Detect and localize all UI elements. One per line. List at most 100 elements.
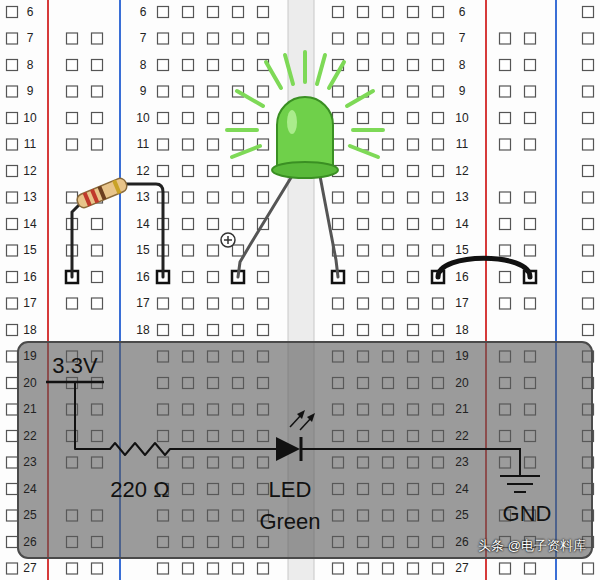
breadboard-hole xyxy=(525,33,536,44)
row-number: 13 xyxy=(136,190,149,204)
breadboard-hole xyxy=(358,166,369,177)
breadboard-hole xyxy=(92,33,103,44)
jumper-wire xyxy=(438,258,530,277)
breadboard-hole xyxy=(7,113,18,124)
row-number: 19 xyxy=(23,349,36,363)
breadboard-hole xyxy=(408,219,419,230)
row-number: 16 xyxy=(136,270,149,284)
breadboard-hole xyxy=(183,298,194,309)
anode-marker xyxy=(221,233,235,247)
color-band xyxy=(97,186,106,200)
breadboard-hole xyxy=(183,272,194,283)
breadboard-hole xyxy=(583,325,594,336)
breadboard-hole xyxy=(433,33,444,44)
breadboard-hole xyxy=(583,192,594,203)
breadboard-hole xyxy=(433,60,444,71)
row-number: 9 xyxy=(459,84,466,98)
row-number: 9 xyxy=(27,84,34,98)
breadboard-hole xyxy=(208,60,219,71)
breadboard-hole xyxy=(583,219,594,230)
breadboard-hole xyxy=(208,563,219,574)
row-number: 6 xyxy=(27,5,34,19)
breadboard-hole xyxy=(7,166,18,177)
breadboard-hole xyxy=(358,219,369,230)
schematic-wire xyxy=(301,449,520,476)
row-number: 7 xyxy=(459,31,466,45)
light-arrow xyxy=(297,410,305,419)
led-anode-leg xyxy=(238,176,292,277)
light-ray xyxy=(350,146,378,157)
breadboard-hole xyxy=(500,113,511,124)
light-ray xyxy=(329,62,344,88)
row-number: 13 xyxy=(455,190,468,204)
breadboard-hole xyxy=(358,60,369,71)
breadboard-hole xyxy=(208,86,219,97)
row-number: 17 xyxy=(23,296,36,310)
breadboard-hole xyxy=(525,563,536,574)
breadboard-hole xyxy=(208,166,219,177)
row-number: 24 xyxy=(23,482,36,496)
breadboard-hole xyxy=(500,219,511,230)
breadboard-hole xyxy=(433,563,444,574)
breadboard-hole xyxy=(333,86,344,97)
breadboard-hole xyxy=(92,86,103,97)
row-number: 14 xyxy=(136,217,149,231)
breadboard-hole xyxy=(67,563,78,574)
breadboard-hole xyxy=(7,510,18,521)
breadboard-hole xyxy=(433,166,444,177)
led-label: LED xyxy=(269,477,312,503)
breadboard-hole xyxy=(7,33,18,44)
breadboard-hole xyxy=(583,60,594,71)
breadboard-hole xyxy=(583,166,594,177)
row-number: 13 xyxy=(23,190,36,204)
breadboard-hole xyxy=(233,563,244,574)
breadboard-hole xyxy=(7,298,18,309)
ground-symbol xyxy=(514,491,526,493)
row-number: 20 xyxy=(455,376,468,390)
light-ray xyxy=(317,55,325,84)
breadboard-hole xyxy=(383,7,394,18)
breadboard-hole xyxy=(7,86,18,97)
led-rim xyxy=(272,162,338,178)
resistor-body xyxy=(75,177,128,210)
breadboard-hole xyxy=(7,7,18,18)
breadboard-hole xyxy=(358,7,369,18)
breadboard-hole xyxy=(408,563,419,574)
breadboard-hole xyxy=(208,298,219,309)
breadboard-hole xyxy=(408,192,419,203)
breadboard-hole xyxy=(525,86,536,97)
breadboard-hole xyxy=(358,33,369,44)
ground-label: GND xyxy=(503,501,552,527)
breadboard-hole xyxy=(183,33,194,44)
breadboard-hole xyxy=(383,33,394,44)
breadboard-hole xyxy=(208,139,219,150)
breadboard-hole xyxy=(7,378,18,389)
breadboard-hole xyxy=(358,113,369,124)
breadboard-hole xyxy=(583,563,594,574)
breadboard-hole xyxy=(67,86,78,97)
breadboard-hole xyxy=(358,325,369,336)
ground-symbol xyxy=(507,483,533,485)
breadboard-hole xyxy=(158,7,169,18)
breadboard-hole xyxy=(233,298,244,309)
breadboard-hole xyxy=(183,113,194,124)
breadboard-hole xyxy=(333,563,344,574)
breadboard-hole xyxy=(583,113,594,124)
row-number: 20 xyxy=(23,376,36,390)
row-number: 21 xyxy=(23,402,36,416)
row-number: 6 xyxy=(459,5,466,19)
color-band xyxy=(112,180,121,194)
row-number: 12 xyxy=(23,164,36,178)
schematic-panel xyxy=(18,342,592,558)
breadboard-hole xyxy=(408,166,419,177)
breadboard-hole xyxy=(433,245,444,256)
breadboard-hole xyxy=(358,192,369,203)
breadboard-hole xyxy=(208,33,219,44)
breadboard-hole xyxy=(233,139,244,150)
breadboard-hole xyxy=(408,139,419,150)
breadboard-hole xyxy=(583,86,594,97)
resistor-body xyxy=(75,177,128,210)
breadboard-hole xyxy=(233,166,244,177)
breadboard-hole xyxy=(383,113,394,124)
